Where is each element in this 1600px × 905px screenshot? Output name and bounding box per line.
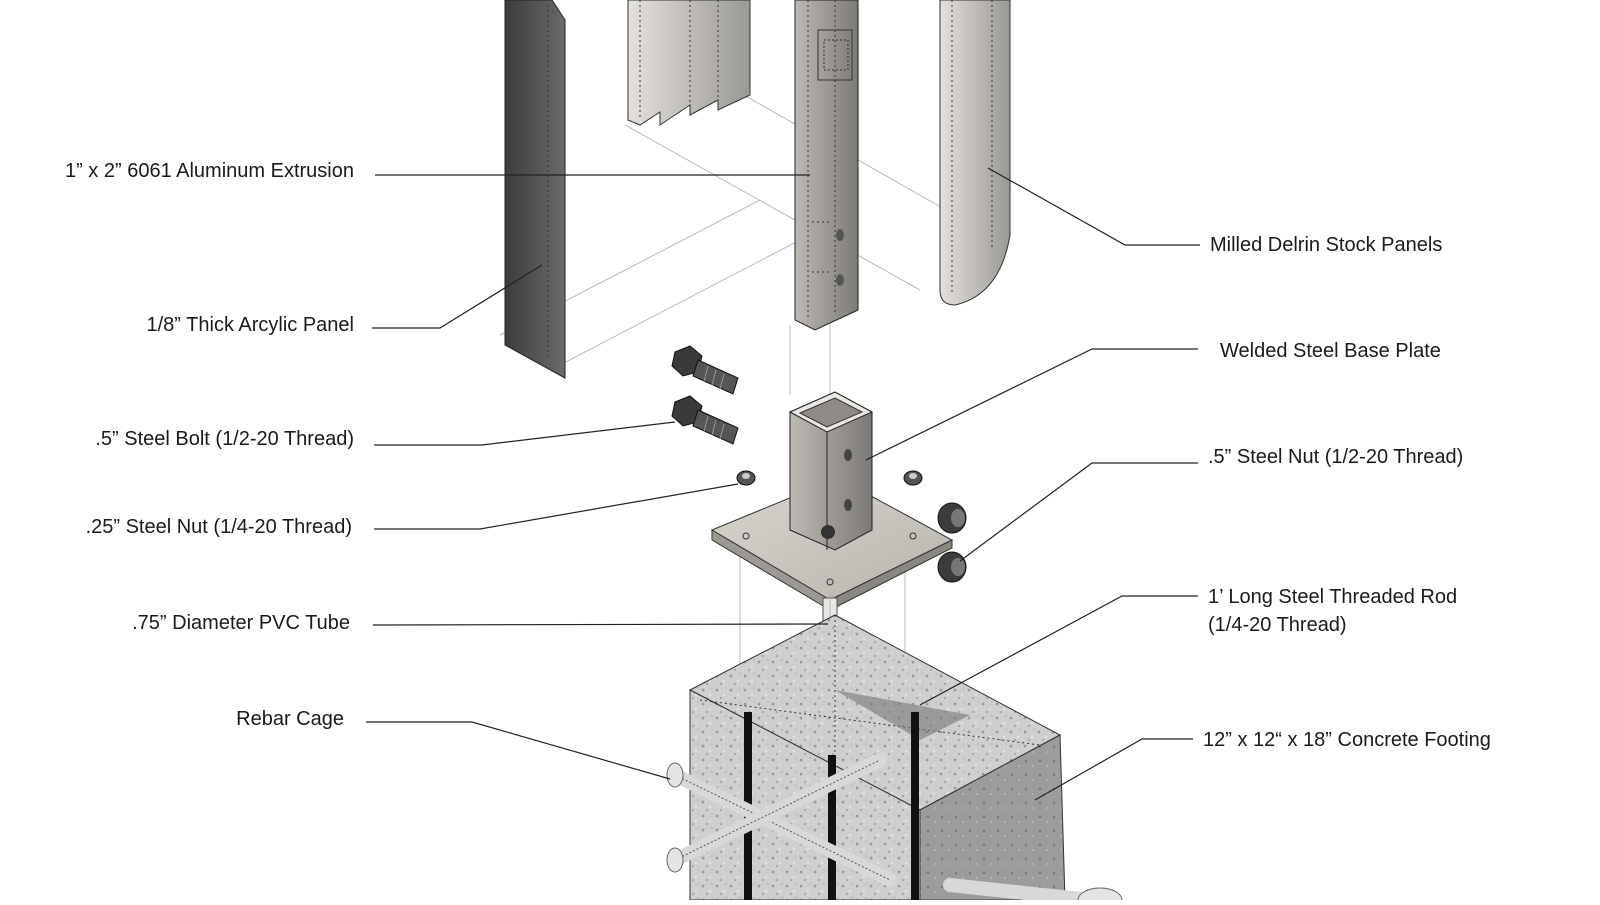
callout-rebar-cage: Rebar Cage xyxy=(236,708,344,730)
callout-delrin-panels: Milled Delrin Stock Panels xyxy=(1210,234,1443,256)
leader-lines xyxy=(366,167,1200,801)
large-steel-nuts xyxy=(937,502,967,583)
delrin-panel-right xyxy=(939,0,1011,306)
callout-steel-bolt: .5” Steel Bolt (1/2-20 Thread) xyxy=(95,428,354,450)
welded-base-plate xyxy=(710,391,954,611)
small-steel-nuts xyxy=(736,470,923,486)
callout-threaded-rod-spec: (1/4-20 Thread) xyxy=(1208,614,1347,636)
bolt-upper xyxy=(671,345,739,395)
callout-welded-base-plate: Welded Steel Base Plate xyxy=(1220,340,1441,362)
callout-acrylic-panel: 1/8” Thick Arcylic Panel xyxy=(146,314,355,336)
steel-bolts xyxy=(671,345,739,445)
aluminum-extrusion xyxy=(794,0,859,331)
delrin-channel-left xyxy=(627,0,751,126)
callout-pvc-tube: .75” Diameter PVC Tube xyxy=(132,612,350,634)
acrylic-panel xyxy=(504,0,566,379)
callout-concrete-footing: 12” x 12“ x 18” Concrete Footing xyxy=(1203,729,1491,751)
callout-large-steel-nut: .5” Steel Nut (1/2-20 Thread) xyxy=(1208,446,1464,468)
callout-aluminum-extrusion: 1” x 2” 6061 Aluminum Extrusion xyxy=(64,160,354,182)
callout-small-steel-nut: .25” Steel Nut (1/4-20 Thread) xyxy=(85,516,352,538)
callout-threaded-rod: 1’ Long Steel Threaded Rod xyxy=(1208,586,1458,608)
bolt-lower xyxy=(671,395,739,445)
